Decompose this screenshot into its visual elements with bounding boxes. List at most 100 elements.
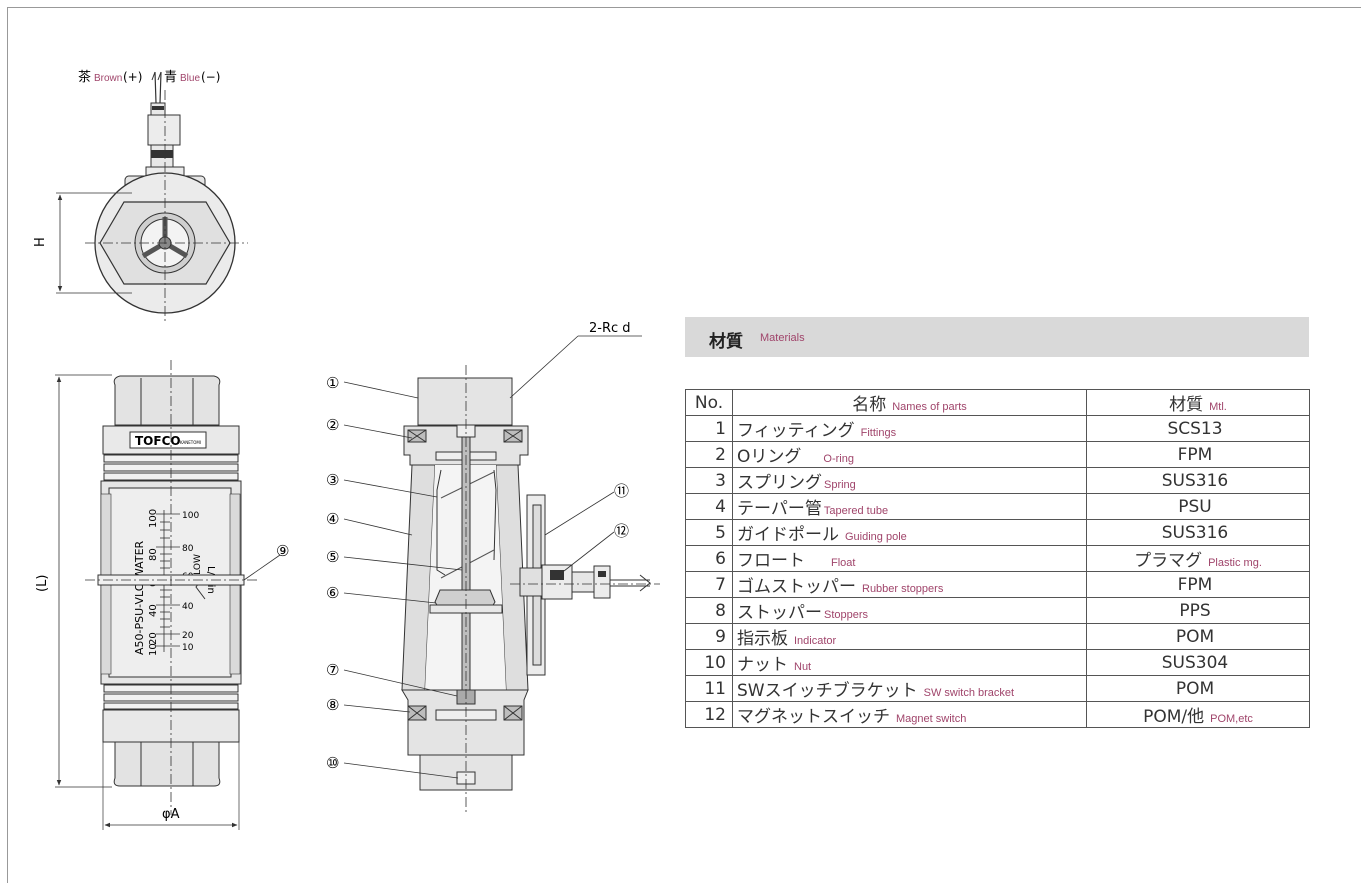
english-label: Float [831,557,856,569]
cell-text: マグネットスイッチ [737,707,890,727]
cell-text: SUS316 [1161,522,1229,543]
callout-11: ⑪ [614,482,629,500]
cell-material: PSU [1086,493,1310,520]
cell-text: SCS13 [1167,418,1223,439]
english-label: Tapered tube [823,505,889,517]
cell-text: No. [694,392,724,413]
cell-text: SWスイッチブラケット [737,681,918,701]
materials-title: 材質 [709,332,743,352]
cell-text: 名称 [852,395,887,415]
callout-8: ⑧ [326,696,339,714]
brand-label: TOFCO [135,434,181,448]
dim-l-label: (L) [35,575,50,592]
callout-9: ⑨ [276,542,289,560]
page-frame [7,7,1361,883]
scale-ticks [156,513,180,647]
english-label: POM,etc [1210,713,1253,725]
scale-left-10: 10 [148,643,159,656]
cell-material: SUS316 [1086,519,1310,546]
cell-no: 8 [685,597,733,624]
english-label: Stoppers [824,609,869,621]
scale-right-100: 100 [182,511,199,521]
callout-6: ⑥ [326,584,339,602]
cell-no: 1 [685,415,733,442]
scale-model-label: A50-PSU-VLO WATER [133,540,146,655]
cell-text: フィッティング [737,421,855,441]
cell-no: 5 [685,519,733,546]
cell-material: FPM [1086,441,1310,468]
english-label: Mtl. [1209,401,1227,413]
section-view: 2-Rc d ① ② ③ ④ ⑤ ⑥ ⑦ ⑧ ⑩ ⑪ ⑫ [326,321,660,815]
cell-text: Oリング [737,447,802,467]
callout-1: ① [326,374,339,392]
wire-label-en-1: Brown [94,73,122,84]
english-label: Fittings [860,427,897,439]
cell-text: POM/他 [1143,707,1205,727]
cell-text: FPM [1177,574,1213,595]
cell-material: POM [1086,623,1310,650]
cell-text: プラマグ [1134,551,1203,571]
cell-material: SUS304 [1086,649,1310,676]
cell-part-name: フィッティング Fittings [732,415,1087,442]
cell-text: 材質 [1169,395,1204,415]
callout-7: ⑦ [326,661,339,679]
scale-left-80: 80 [148,548,159,561]
cell-text: ゴムストッパー [737,577,856,597]
top-view: 茶 Brown (+) 青 Blue (−) H [33,69,248,322]
english-label: SW switch bracket [923,687,1015,699]
cell-material: SUS316 [1086,467,1310,494]
scale-left-100: 100 [148,509,159,528]
wire-label-sign-1: (+) [123,70,142,84]
cell-no: 9 [685,623,733,650]
callout-2: ② [326,416,339,434]
callout-4: ④ [326,510,339,528]
english-label: Magnet switch [896,713,967,725]
wire-label-sign-2: (−) [201,70,220,84]
scale-right-20: 20 [182,631,194,641]
cell-no: 12 [685,701,733,728]
cell-material: PPS [1086,597,1310,624]
callout-12: ⑫ [614,522,629,540]
cell-text: PSU [1178,496,1212,517]
english-label: Spring [824,479,856,491]
cell-no: 2 [685,441,733,468]
brand-sub-label: KANETOMI [180,440,201,445]
materials-title-en: Materials [760,332,805,344]
cell-text: ナット [737,655,788,675]
scale-right-10: 10 [182,643,194,653]
english-label: Nut [794,661,812,673]
cell-no: 4 [685,493,733,520]
scale-left-40: 40 [148,604,159,617]
cell-text: SUS304 [1161,652,1229,673]
scale-left-20: 20 [148,632,159,645]
cell-no: 7 [685,571,733,598]
materials-header: 材質 Materials [685,317,1309,357]
callout-10: ⑩ [326,754,339,772]
cell-part-name: ナット Nut [732,649,1087,676]
port-label: 2-Rc d [589,321,631,336]
dim-a-label: φA [162,807,180,822]
cell-text: ガイドポール [737,525,839,545]
cell-no: 10 [685,649,733,676]
cell-text: POM [1175,626,1215,647]
cell-text: スプリング [737,473,822,493]
wire-label-jp-2: 青 [164,70,177,85]
flow-label: FLOW [193,554,203,580]
